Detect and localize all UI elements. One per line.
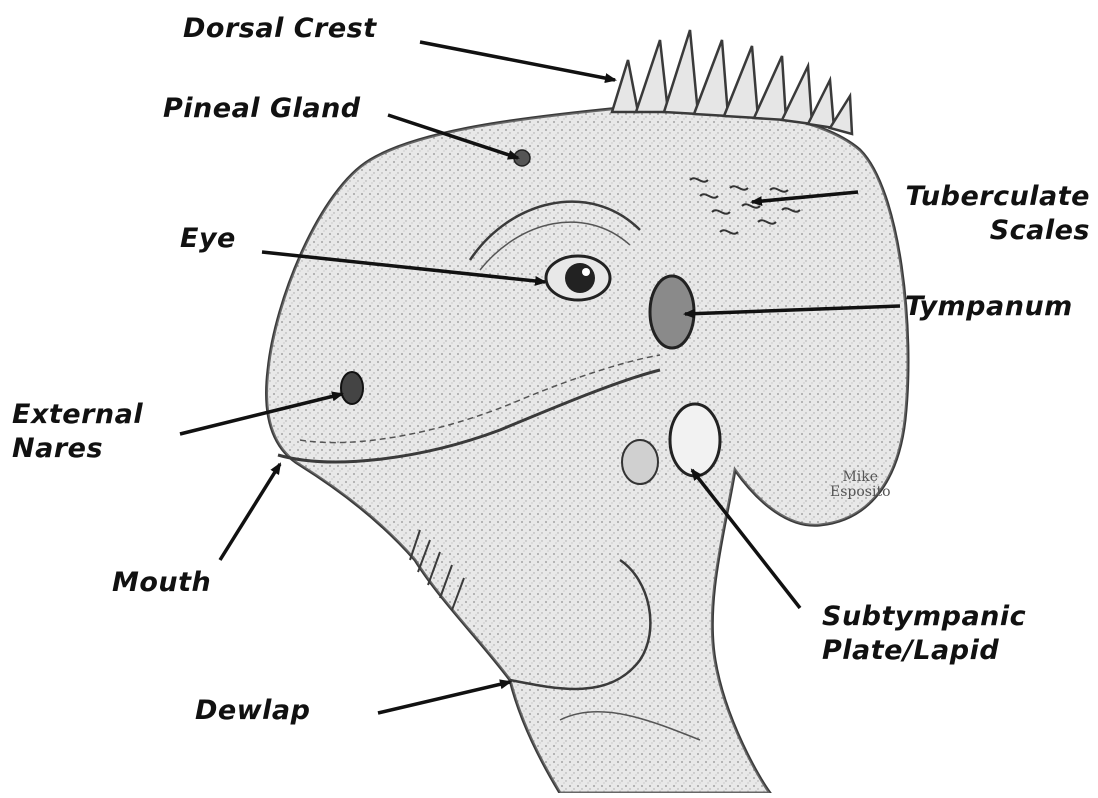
signature-line2: Esposito (830, 485, 891, 500)
arrow-dewlap (378, 682, 510, 713)
label-external-nares-line2: Nares (12, 432, 143, 466)
label-subtympanic-line1: Subtympanic (822, 600, 1026, 634)
signature-line1: Mike (830, 470, 891, 485)
label-eye: Eye (180, 222, 236, 256)
label-dorsal-crest: Dorsal Crest (183, 12, 377, 46)
label-external-nares-line1: External (12, 398, 143, 432)
arrow-mouth (220, 464, 280, 560)
artist-signature: Mike Esposito (830, 470, 891, 501)
label-tympanum: Tympanum (905, 290, 1073, 324)
label-dewlap: Dewlap (195, 694, 310, 728)
label-mouth: Mouth (112, 566, 211, 600)
nostril-shape (341, 372, 363, 404)
label-tuberculate-scales: Tuberculate Scales (860, 180, 1090, 248)
label-tuberculate-line2: Scales (860, 214, 1090, 248)
label-subtympanic-plate: Subtympanic Plate/Lapid (822, 600, 1026, 668)
label-subtympanic-line2: Plate/Lapid (822, 634, 1026, 668)
label-external-nares: External Nares (12, 398, 143, 466)
arrow-dorsal-crest (420, 42, 615, 80)
subtympanic-plate-shape (670, 404, 720, 476)
label-tuberculate-line1: Tuberculate (860, 180, 1090, 214)
tympanum-shape (650, 276, 694, 348)
label-pineal-gland: Pineal Gland (163, 92, 361, 126)
